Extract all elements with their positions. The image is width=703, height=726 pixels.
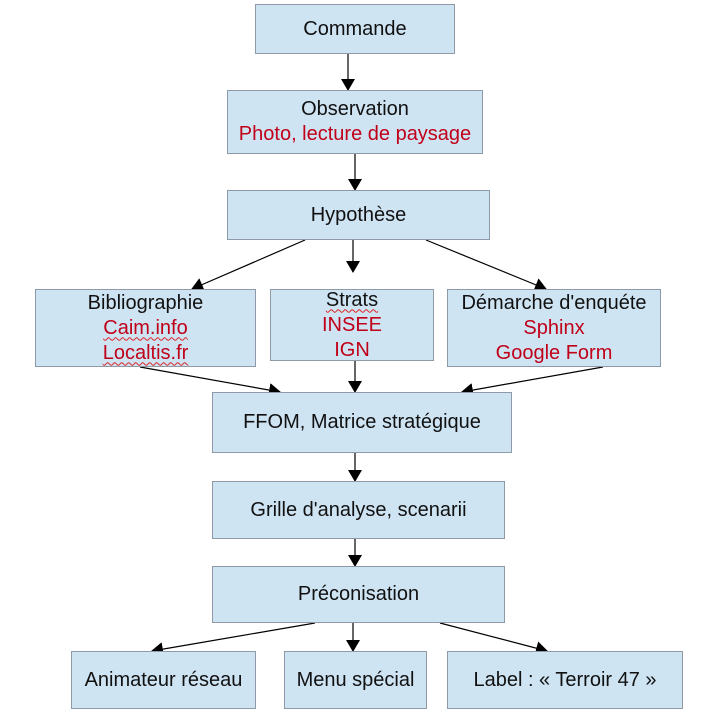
node-bibliographie: Bibliographie Caim.info Localtis.fr: [35, 289, 256, 367]
node-strats: Strats INSEE IGN: [270, 289, 434, 361]
node-title: Grille d'analyse, scenarii: [250, 498, 467, 521]
node-menu: Menu spécial: [284, 651, 427, 709]
node-preconisation: Préconisation: [212, 566, 505, 623]
node-item: Localtis.fr: [102, 341, 189, 364]
node-item: Sphinx: [523, 316, 585, 339]
node-subtitle: Photo, lecture de paysage: [238, 123, 472, 145]
node-commande: Commande: [255, 4, 455, 54]
node-title: Strats: [325, 288, 379, 311]
node-title: Menu spécial: [296, 668, 415, 691]
node-demarche: Démarche d'enquéte Sphinx Google Form: [447, 289, 661, 367]
node-item: Google Form: [495, 341, 613, 364]
node-grille: Grille d'analyse, scenarii: [212, 481, 505, 539]
arrow-demarche-to-ffom: [461, 366, 604, 397]
node-item: Caim.info: [103, 316, 188, 339]
node-title: Démarche d'enquéte: [461, 291, 647, 314]
node-observation: Observation Photo, lecture de paysage: [227, 90, 483, 154]
arrow-bibliographie-to-ffom: [139, 366, 281, 397]
arrow-preconisation-to-label: [439, 622, 548, 655]
node-title: Animateur réseau: [84, 668, 243, 691]
node-title: Hypothèse: [310, 203, 407, 226]
node-label: Label : « Terroir 47 »: [447, 651, 683, 709]
node-hypothese: Hypothèse: [227, 190, 490, 240]
node-title: Commande: [303, 17, 407, 40]
node-item: INSEE: [321, 313, 383, 336]
arrow-hypothese-to-demarche: [425, 239, 547, 292]
node-title: Observation: [301, 98, 409, 120]
node-animateur: Animateur réseau: [71, 651, 256, 709]
arrow-hypothese-to-bibliographie: [191, 239, 306, 292]
node-title: Label : « Terroir 47 »: [473, 668, 657, 691]
node-title: Bibliographie: [87, 291, 204, 314]
node-ffom: FFOM, Matrice stratégique: [212, 392, 512, 453]
arrow-preconisation-to-animateur: [151, 622, 316, 657]
node-title: Préconisation: [297, 583, 420, 605]
node-title: FFOM, Matrice stratégique: [243, 411, 481, 433]
node-item: IGN: [334, 338, 370, 361]
